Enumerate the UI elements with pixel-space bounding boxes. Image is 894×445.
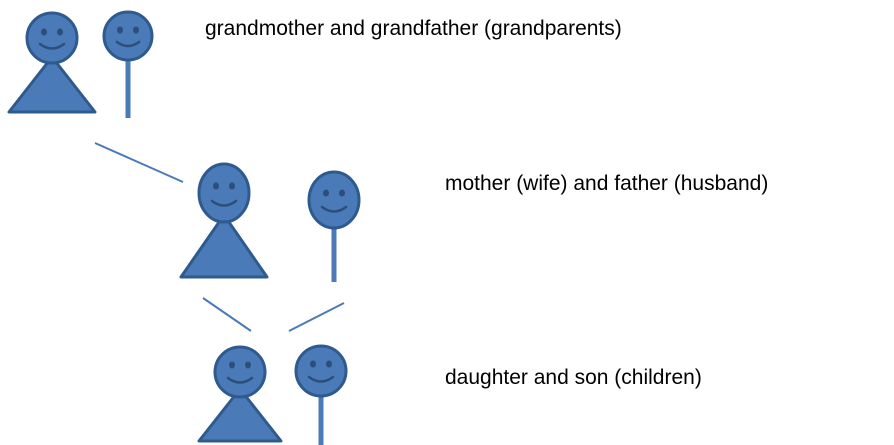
connector-father-to-children [288,302,345,332]
son-icon [294,344,348,445]
connector-grandparents-to-mother [94,142,184,183]
connector-mother-to-children [202,297,252,332]
parents-label: mother (wife) and father (husband) [445,172,769,195]
children-label: daughter and son (children) [445,366,702,389]
father-icon [307,170,361,282]
daughter-icon [197,345,283,443]
mother-icon [179,162,269,279]
grandfather-icon [102,10,154,118]
grandmother-icon [7,11,97,114]
grandparents-label: grandmother and grandfather (grandparent… [205,17,622,40]
